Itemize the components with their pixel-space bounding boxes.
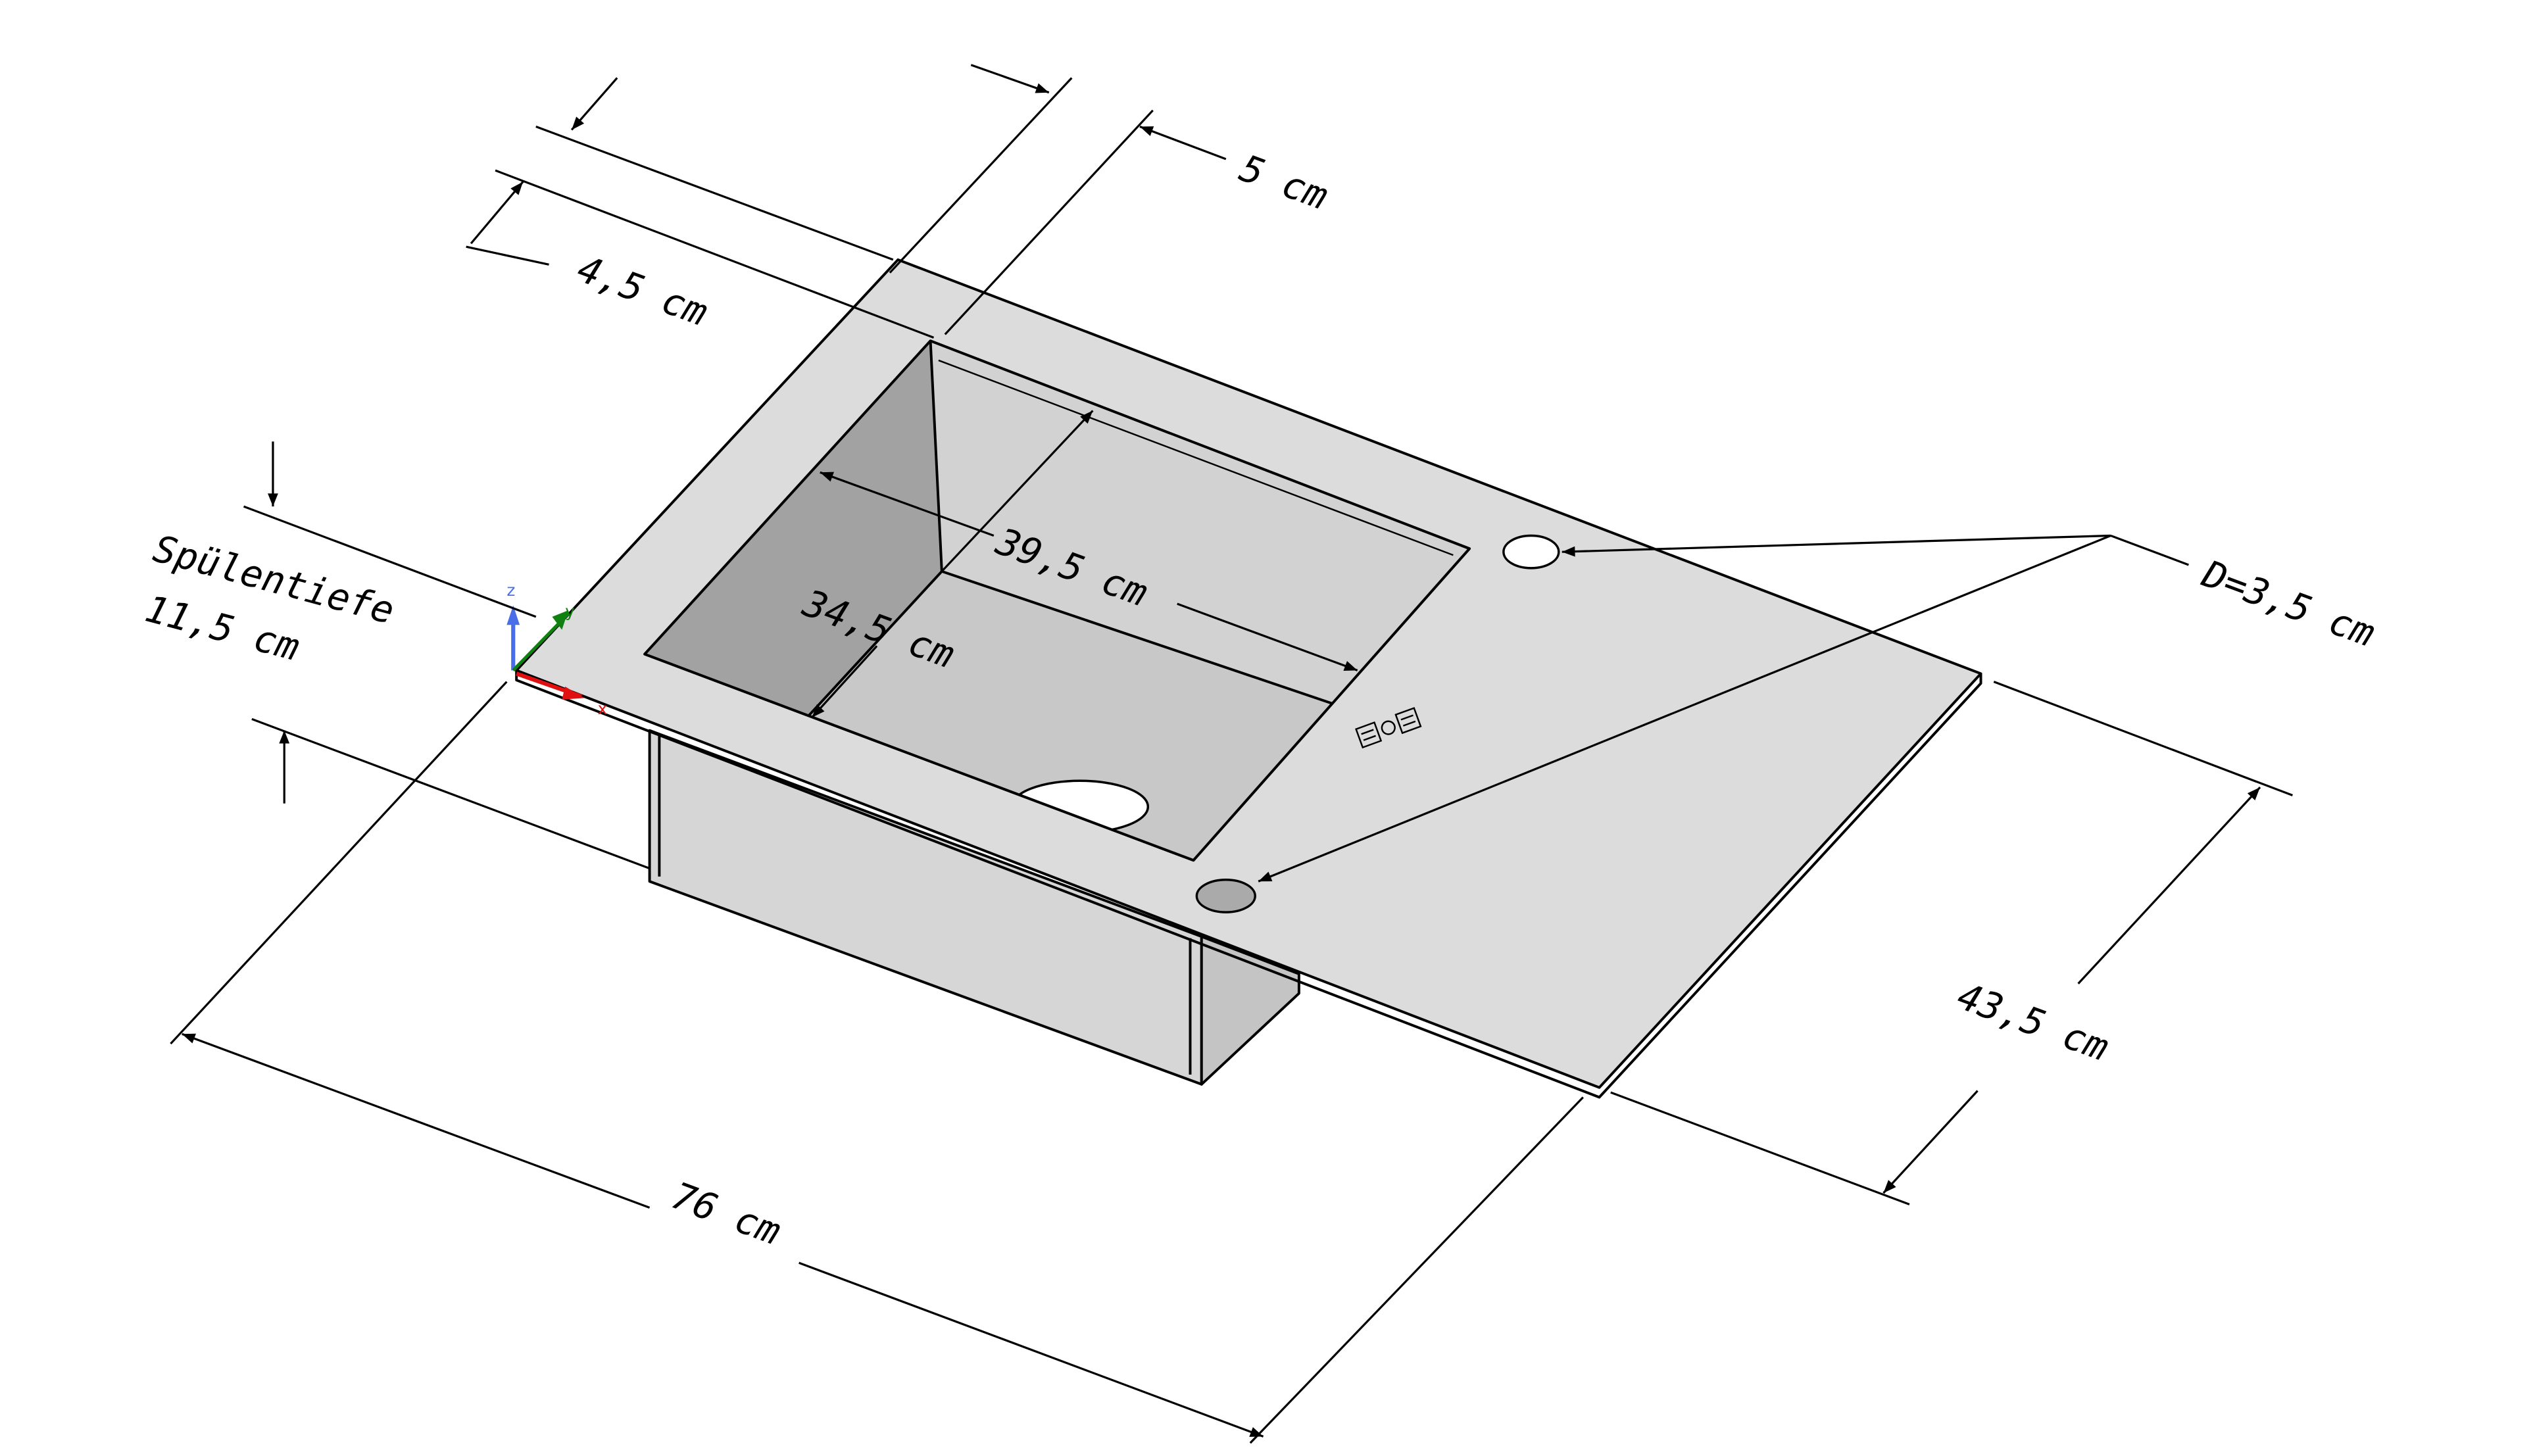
svg-text:5 cm: 5 cm bbox=[1234, 147, 1333, 219]
tap-hole-front bbox=[1195, 879, 1256, 913]
svg-text:76 cm: 76 cm bbox=[666, 1174, 786, 1253]
brand-logo bbox=[1355, 707, 1422, 749]
svg-text:43,5 cm: 43,5 cm bbox=[1952, 975, 2114, 1070]
sink-basin-body bbox=[648, 729, 1300, 1086]
z-axis-label: z bbox=[506, 581, 515, 600]
tap-hole-back bbox=[1502, 534, 1560, 570]
y-axis-label: y bbox=[565, 602, 575, 621]
x-axis-label: x bbox=[598, 699, 608, 718]
svg-text:D=3,5 cm: D=3,5 cm bbox=[2196, 552, 2380, 655]
axis-triad: z y x bbox=[506, 581, 607, 718]
svg-text:4,5 cm: 4,5 cm bbox=[572, 247, 713, 335]
sink-bowl bbox=[643, 339, 1471, 862]
